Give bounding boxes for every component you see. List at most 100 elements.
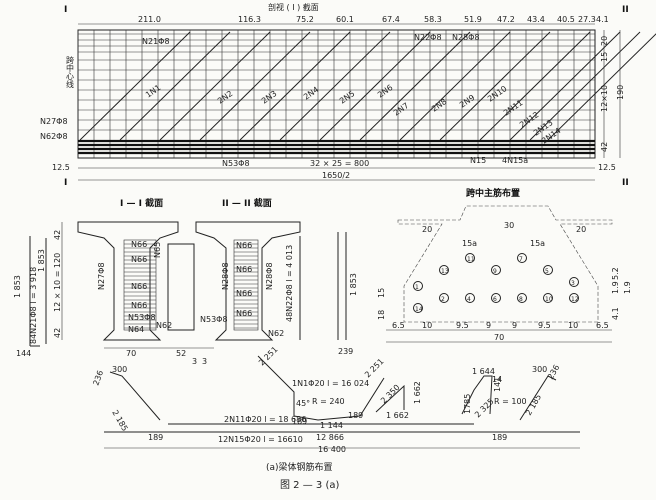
diag-label-1: 1N1 bbox=[144, 83, 162, 100]
section-II-view: II — II 截面 N66 N66 N66 N66 N28Φ8 N28Φ8 N… bbox=[195, 197, 358, 356]
top-dim-10: 40.5 bbox=[557, 15, 575, 24]
main-bar-circle bbox=[543, 293, 553, 303]
right-dim-190: 190 bbox=[616, 85, 625, 100]
secI-label-n66-2: N66 bbox=[131, 255, 147, 264]
elevation-header: 剖视 ( I ) 截面 bbox=[268, 2, 319, 12]
midspan-bot-dim-2: 10 bbox=[422, 321, 432, 330]
far-right-hook-bar bbox=[519, 375, 557, 421]
main-bar-circle bbox=[569, 293, 579, 303]
bb-dim-2350: 2 350 bbox=[379, 383, 402, 406]
figure-number: 图 2 — 3 (a) bbox=[280, 479, 339, 491]
figure-caption: (a)梁体钢筋布置 bbox=[266, 461, 333, 473]
main-bar-circle bbox=[543, 265, 553, 275]
diag-label-2: 2N2 bbox=[216, 89, 234, 106]
secI-dim-3a: 3 bbox=[192, 357, 197, 366]
rh-dim-R100: R = 100 bbox=[494, 397, 527, 406]
secI-label-n65: N65 bbox=[153, 242, 162, 258]
bent-up-bars bbox=[79, 31, 656, 141]
midspan-label-15a-right: 15a bbox=[530, 239, 545, 248]
top-dim-4: 60.1 bbox=[336, 15, 354, 24]
bent-bar-line bbox=[439, 31, 551, 141]
n1-dim-189b: 189 bbox=[348, 411, 363, 420]
label-n21: N21Φ8 bbox=[142, 37, 170, 46]
main-bar-circle bbox=[569, 277, 579, 287]
secII-label-n66-3: N66 bbox=[236, 289, 252, 298]
secI-label-n27: N27Φ8 bbox=[97, 262, 106, 290]
bent-bar-line bbox=[319, 31, 431, 141]
main-bar-number: 11 bbox=[467, 256, 475, 263]
right-dim-42: 42 bbox=[600, 142, 609, 152]
main-bar-number: 8 bbox=[519, 296, 523, 303]
stirrup-spacing-dim: 32 × 25 = 800 bbox=[310, 159, 369, 168]
midspan-dim-15: 15 bbox=[377, 288, 386, 298]
secI-n21-length: 84N21Φ8 l = 3 918 bbox=[29, 267, 38, 344]
main-bar-circle bbox=[517, 253, 527, 263]
midspan-label-15a-left: 15a bbox=[462, 239, 477, 248]
bent-bar-line bbox=[79, 31, 191, 141]
secI-dim-42-bottom: 42 bbox=[53, 328, 62, 338]
secI-dim-12x10: 12 × 10 = 120 bbox=[53, 253, 62, 312]
bottom-dim-189-right: 189 bbox=[492, 433, 507, 442]
top-dim-12: 4.1 bbox=[596, 15, 609, 24]
section-II-title: II — II 截面 bbox=[222, 197, 272, 209]
secI-label-n66-3: N66 bbox=[131, 282, 147, 291]
bent-bar-line bbox=[159, 31, 271, 141]
section-II-stirrup-hatch bbox=[234, 243, 258, 329]
main-bar-number: 2 bbox=[441, 296, 445, 303]
bent-bar-line bbox=[359, 31, 471, 141]
midspan-dim-18: 18 bbox=[377, 310, 386, 320]
midspan-bot-dim-8: 6.5 bbox=[596, 321, 609, 330]
n15-label: 12N15Φ20 l = 16610 bbox=[218, 435, 303, 444]
top-dim-6: 58.3 bbox=[424, 15, 442, 24]
n1-dim-2251-right: 2 251 bbox=[363, 357, 386, 380]
bent-bar-labels: 1N1 2N2 2N3 2N4 2N5 2N6 2N7 2N8 2N9 2N10… bbox=[144, 83, 563, 146]
midspan-bot-dim-7: 10 bbox=[568, 321, 578, 330]
rh-dim-2185: 2 185 bbox=[524, 393, 543, 417]
main-bar-number: 12 bbox=[571, 296, 579, 303]
label-n62: N62Φ8 bbox=[40, 132, 68, 141]
n1-label: 1N1Φ20 l = 16 024 bbox=[292, 379, 369, 388]
secI-label-n53: N53Φ8 bbox=[128, 313, 156, 322]
top-dim-1: 211.0 bbox=[138, 15, 161, 24]
left-dim-300: 300 bbox=[112, 365, 127, 374]
main-bar-circle bbox=[413, 303, 423, 313]
secII-label-n66-4: N66 bbox=[236, 309, 252, 318]
midspan-bot-dim-5: 9 bbox=[512, 321, 517, 330]
midspan-bot-dim-3: 9.5 bbox=[456, 321, 469, 330]
elevation-view: 剖视 ( I ) 截面 I II I II 211.0 116.3 75.2 6… bbox=[40, 2, 656, 188]
bottom-dim-right: 12.5 bbox=[598, 163, 616, 172]
bent-bar-line bbox=[279, 31, 391, 141]
main-bar-number: 3 bbox=[571, 280, 575, 287]
top-dimension-texts: 211.0 116.3 75.2 60.1 67.4 58.3 51.9 47.… bbox=[138, 15, 609, 24]
section-mark-II-top: II bbox=[622, 5, 629, 15]
rh-dim-300: 300 bbox=[532, 365, 547, 374]
right-dim-20: 20 bbox=[600, 36, 609, 46]
label-n53: N53Φ8 bbox=[222, 159, 250, 168]
main-bar-circle bbox=[465, 253, 475, 263]
n1-bent-bar bbox=[257, 355, 385, 421]
top-dim-5: 67.4 bbox=[382, 15, 400, 24]
midspan-dim-30: 30 bbox=[504, 221, 514, 230]
bottom-dim-left: 12.5 bbox=[52, 163, 70, 172]
main-bar-number: 7 bbox=[519, 256, 523, 263]
midspan-bot-dim-4: 9 bbox=[486, 321, 491, 330]
section-mark-I-bottom: I bbox=[64, 178, 67, 188]
midspan-bot-dim-1: 6.5 bbox=[392, 321, 405, 330]
midspan-title: 跨中主筋布置 bbox=[466, 187, 520, 199]
diag-label-8: 2N8 bbox=[430, 97, 448, 114]
secI-label-n66-4: N66 bbox=[131, 301, 147, 310]
midspan-total-70: 70 bbox=[494, 333, 504, 342]
main-bar-circle bbox=[413, 281, 423, 291]
right-hook-bar bbox=[461, 375, 493, 415]
stirrups bbox=[77, 30, 591, 158]
left-dim-2185: 2 185 bbox=[110, 409, 129, 433]
diag-label-11: 2N11 bbox=[502, 98, 525, 118]
bent-bar-line bbox=[479, 31, 591, 141]
secI-dim-70: 70 bbox=[126, 349, 136, 358]
bb-dim-1662a: 1 662 bbox=[386, 411, 409, 420]
section-II-rebar-cage bbox=[233, 239, 259, 331]
right-dim-15: 15 bbox=[600, 52, 609, 62]
